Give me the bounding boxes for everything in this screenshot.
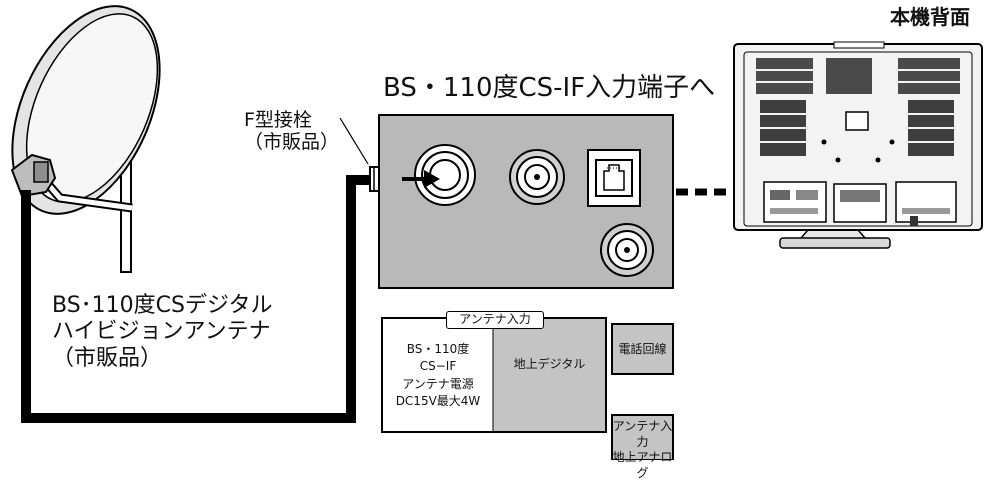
bs-cs-legend-text: BS・110度 CS−IF アンテナ電源 DC15V最大4W <box>384 341 492 411</box>
tv-back-label: 本機背面 <box>890 5 970 29</box>
f-connector-label: F型接栓 （市販品） <box>244 109 340 154</box>
insert-arrow-icon <box>402 170 440 188</box>
bs-line-3: アンテナ電源 <box>402 376 474 391</box>
bs-line-1: BS・110度 <box>406 342 470 356</box>
bs-cs-input-jack <box>414 144 476 206</box>
input-terminal-label: BS・110度CS-IF入力端子へ <box>383 73 716 103</box>
tv-back-illustration <box>733 41 983 249</box>
phone-line-legend <box>611 323 674 375</box>
antenna-note: （市販品） <box>52 345 163 371</box>
antenna-input-legend <box>381 317 607 433</box>
connection-diagram: 本機背面 BS・110度CS-IF入力端子へ F型接栓 （市販品） BS･110… <box>10 5 983 480</box>
phone-jack-icon <box>587 149 641 207</box>
antenna-name-line2: ハイビジョンアンテナ <box>52 319 271 345</box>
bs-line-4: DC15V最大4W <box>395 394 481 409</box>
antenna-name-line1: BS･110度CSデジタル <box>52 293 273 318</box>
terrestrial-digital-text: 地上デジタル <box>513 357 586 371</box>
analog-line-2: 地上アナログ <box>612 450 673 480</box>
antenna-input-title: アンテナ入力 <box>446 311 544 329</box>
analog-legend-text: アンテナ入力 地上アナログ <box>612 419 673 481</box>
f-connector-note: （市販品） <box>244 130 340 153</box>
f-connector-leader <box>339 117 369 165</box>
analog-legend <box>611 414 674 461</box>
analog-line-1: アンテナ入力 <box>612 419 673 449</box>
diagram-svg <box>10 5 983 461</box>
terrestrial-digital-jack <box>509 149 565 205</box>
f-connector-name: F型接栓 <box>244 109 312 131</box>
terrestrial-analog-jack <box>600 223 654 277</box>
antenna-label: BS･110度CSデジタル ハイビジョンアンテナ （市販品） <box>52 293 273 372</box>
phone-line-text: 電話回線 <box>618 342 667 356</box>
antenna-cable <box>21 175 376 423</box>
satellite-dish-icon <box>10 5 161 273</box>
bs-line-2: CS−IF <box>419 359 457 374</box>
